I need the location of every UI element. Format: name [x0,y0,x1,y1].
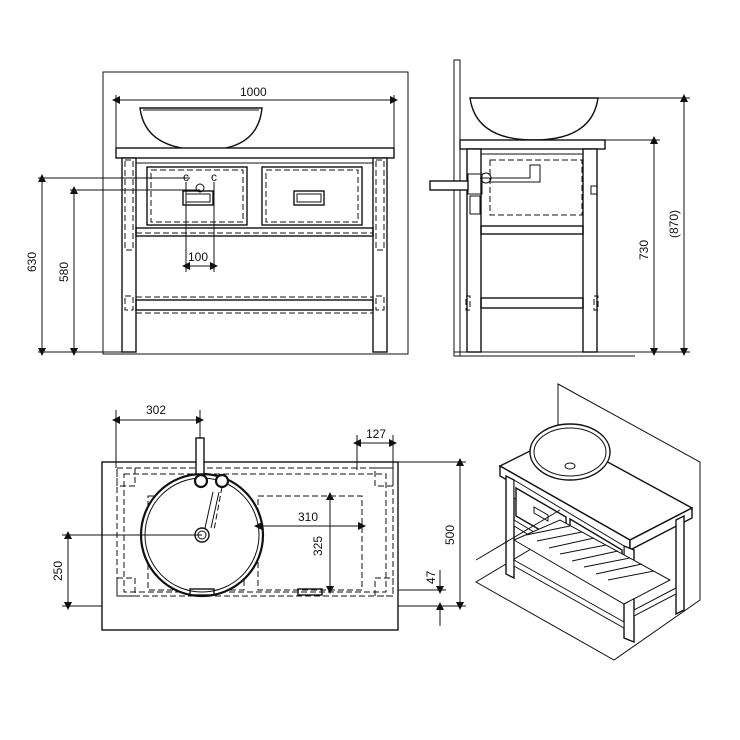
side-basin [469,97,599,141]
inlet-right-icon: c [211,170,217,184]
dim-500-label: 500 [443,525,457,545]
side-view: 730 (870) [429,59,690,357]
front-leg-left [121,157,137,353]
dim-630-label: 630 [25,252,39,272]
dim-47-label: 47 [424,570,438,584]
dim-870-label: (870) [667,210,681,238]
side-countertop [459,139,606,150]
side-leg-left [466,148,482,353]
dim-250-label: 250 [51,561,65,581]
front-drawer-right [261,166,363,226]
faucet-body-right [214,473,230,489]
iso-slatted-shelf [512,519,672,605]
drain-pipe [429,180,469,191]
top-handle-left [189,588,215,596]
dim-302-label: 302 [146,403,166,417]
inlet-left-icon: c [183,170,189,184]
front-middle-rail [135,227,374,237]
dim-325-label: 325 [311,536,325,556]
top-countertop-outline [101,461,399,631]
faucet-spout [195,437,205,475]
front-countertop [115,147,395,159]
iso-leg-front-left [505,474,515,580]
drawer-handle-left [182,190,214,206]
side-middle-rail [480,225,584,235]
isometric-view [475,383,701,661]
front-drawer-left [146,166,248,226]
side-wall [453,59,461,357]
dim-100-label: 100 [188,250,208,264]
iso-basin [529,423,611,481]
dim-730-label: 730 [637,240,651,260]
drawer-handle-right [293,190,325,206]
top-view: 302 127 310 325 500 47 250 [51,403,466,631]
faucet-body-left [193,473,209,489]
front-leg-right [372,157,388,353]
front-view: c c 1000 630 580 100 [25,71,409,356]
side-bottom-rail [480,297,584,309]
dim-310-label: 310 [298,510,318,524]
iso-leg-back-right [675,514,685,616]
dim-127-label: 127 [366,427,386,441]
front-basin [139,107,263,151]
dim-1000-label: 1000 [240,85,267,99]
dim-580-label: 580 [57,262,71,282]
front-bottom-shelf [135,299,374,311]
side-leg-right [582,148,598,353]
top-handle-right [297,588,323,596]
